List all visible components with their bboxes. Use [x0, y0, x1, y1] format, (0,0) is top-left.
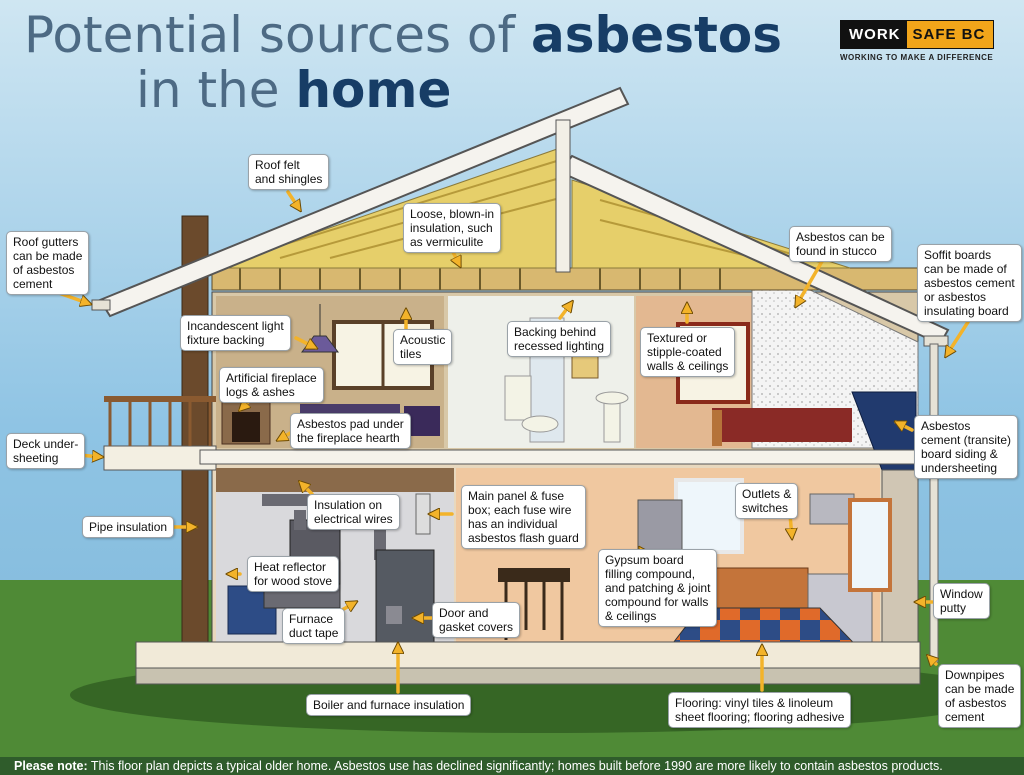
- label-roof-gutters: Roof gutters can be made of asbestos cem…: [6, 231, 90, 295]
- chimney: [181, 215, 209, 647]
- main-panel: [415, 493, 431, 535]
- footer-note: Please note: This floor plan depicts a t…: [0, 757, 1024, 775]
- label-roof-felt: Roof felt and shingles: [248, 154, 330, 190]
- roof-left: [98, 86, 630, 318]
- label-outlets: Outlets & switches: [735, 483, 799, 519]
- title-line1-bold: asbestos: [531, 6, 782, 64]
- floor-divider: [199, 449, 923, 465]
- label-pipe-insulation: Pipe insulation: [82, 516, 175, 538]
- label-hearth-pad: Asbestos pad under the fireplace hearth: [290, 413, 411, 449]
- label-downpipes: Downpipes can be made of asbestos cement: [938, 664, 1022, 728]
- label-fireplace-logs: Artificial fireplace logs & ashes: [219, 367, 324, 403]
- label-gypsum-compound: Gypsum board filling compound, and patch…: [598, 549, 718, 627]
- window-right: [848, 498, 892, 592]
- gutter-left: [91, 299, 111, 311]
- label-light-fixture: Incandescent light fixture backing: [180, 315, 291, 351]
- page-title: Potential sources of asbestos in the hom…: [24, 8, 782, 118]
- cabinets: [715, 567, 809, 609]
- deck: [103, 445, 217, 471]
- title-line2-prefix: in the: [136, 61, 296, 119]
- range-hood: [809, 493, 855, 525]
- logo-safe: SAFE BC: [906, 21, 994, 48]
- label-window-putty: Window putty: [933, 583, 990, 619]
- title-line2: in the home: [24, 63, 782, 118]
- floor-joists: [216, 468, 454, 492]
- bed: [712, 408, 852, 442]
- label-stucco: Asbestos can be found in stucco: [789, 226, 892, 262]
- label-acoustic-tiles: Acoustic tiles: [393, 329, 453, 365]
- logo-work: WORK: [841, 21, 907, 48]
- label-door-gasket: Door and gasket covers: [432, 602, 521, 638]
- logo-tagline: WORKING TO MAKE A DIFFERENCE: [840, 53, 994, 62]
- label-loose-insulation: Loose, blown-in insulation, such as verm…: [403, 203, 502, 253]
- dining-table: [498, 568, 570, 582]
- label-recessed-lighting: Backing behind recessed lighting: [507, 321, 612, 357]
- boiler: [375, 549, 435, 643]
- kitchen-window: [674, 478, 744, 554]
- label-textured-walls: Textured or stipple-coated walls & ceili…: [640, 327, 736, 377]
- label-boiler-insulation: Boiler and furnace insulation: [306, 694, 472, 716]
- toilet: [504, 375, 532, 421]
- title-line1-prefix: Potential sources of: [24, 6, 532, 64]
- label-duct-tape: Furnace duct tape: [282, 608, 346, 644]
- label-wire-insulation: Insulation on electrical wires: [307, 494, 400, 530]
- gable-post: [555, 119, 571, 273]
- label-heat-reflector: Heat reflector for wood stove: [247, 556, 340, 592]
- note-text: This floor plan depicts a typical older …: [87, 759, 943, 773]
- foundation: [135, 641, 921, 669]
- title-line2-bold: home: [295, 61, 452, 119]
- label-transite-siding: Asbestos cement (transite) board siding …: [914, 415, 1019, 479]
- label-deck-undersheeting: Deck under- sheeting: [6, 433, 86, 469]
- note-label: Please note:: [14, 759, 88, 773]
- label-flooring: Flooring: vinyl tiles & linoleum sheet f…: [668, 692, 852, 728]
- label-soffit-boards: Soffit boards can be made of asbestos ce…: [917, 244, 1022, 322]
- label-main-panel: Main panel & fuse box; each fuse wire ha…: [461, 485, 586, 549]
